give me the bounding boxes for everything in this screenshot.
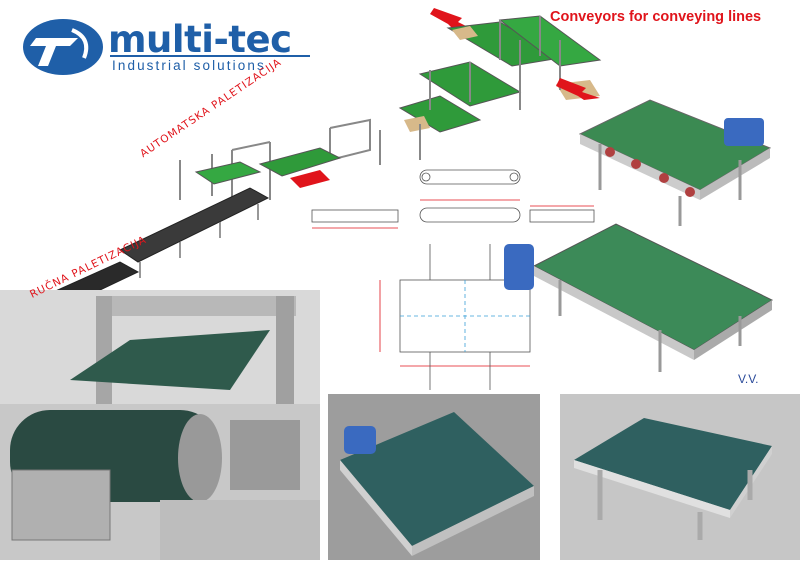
flow-arrow-icon (430, 8, 470, 28)
conveyor-render-top (578, 99, 772, 226)
flow-arrow-icon (556, 78, 600, 100)
automatic-line (4, 8, 602, 328)
signature-initials: V.V. (738, 372, 759, 386)
photo-conveyor-closeup (0, 290, 320, 560)
brand-tagline: Industrial solutions (112, 58, 266, 73)
technical-drawing (311, 169, 595, 390)
brand-name: multi-tec (108, 18, 292, 61)
conveyor-render-middle (504, 223, 774, 372)
photo-conveyor-table (560, 394, 800, 560)
logo-mark-icon (23, 19, 103, 75)
photo-conveyor-motor (328, 394, 540, 560)
logo-divider (110, 55, 310, 57)
page-title: Conveyors for conveying lines (550, 9, 762, 25)
